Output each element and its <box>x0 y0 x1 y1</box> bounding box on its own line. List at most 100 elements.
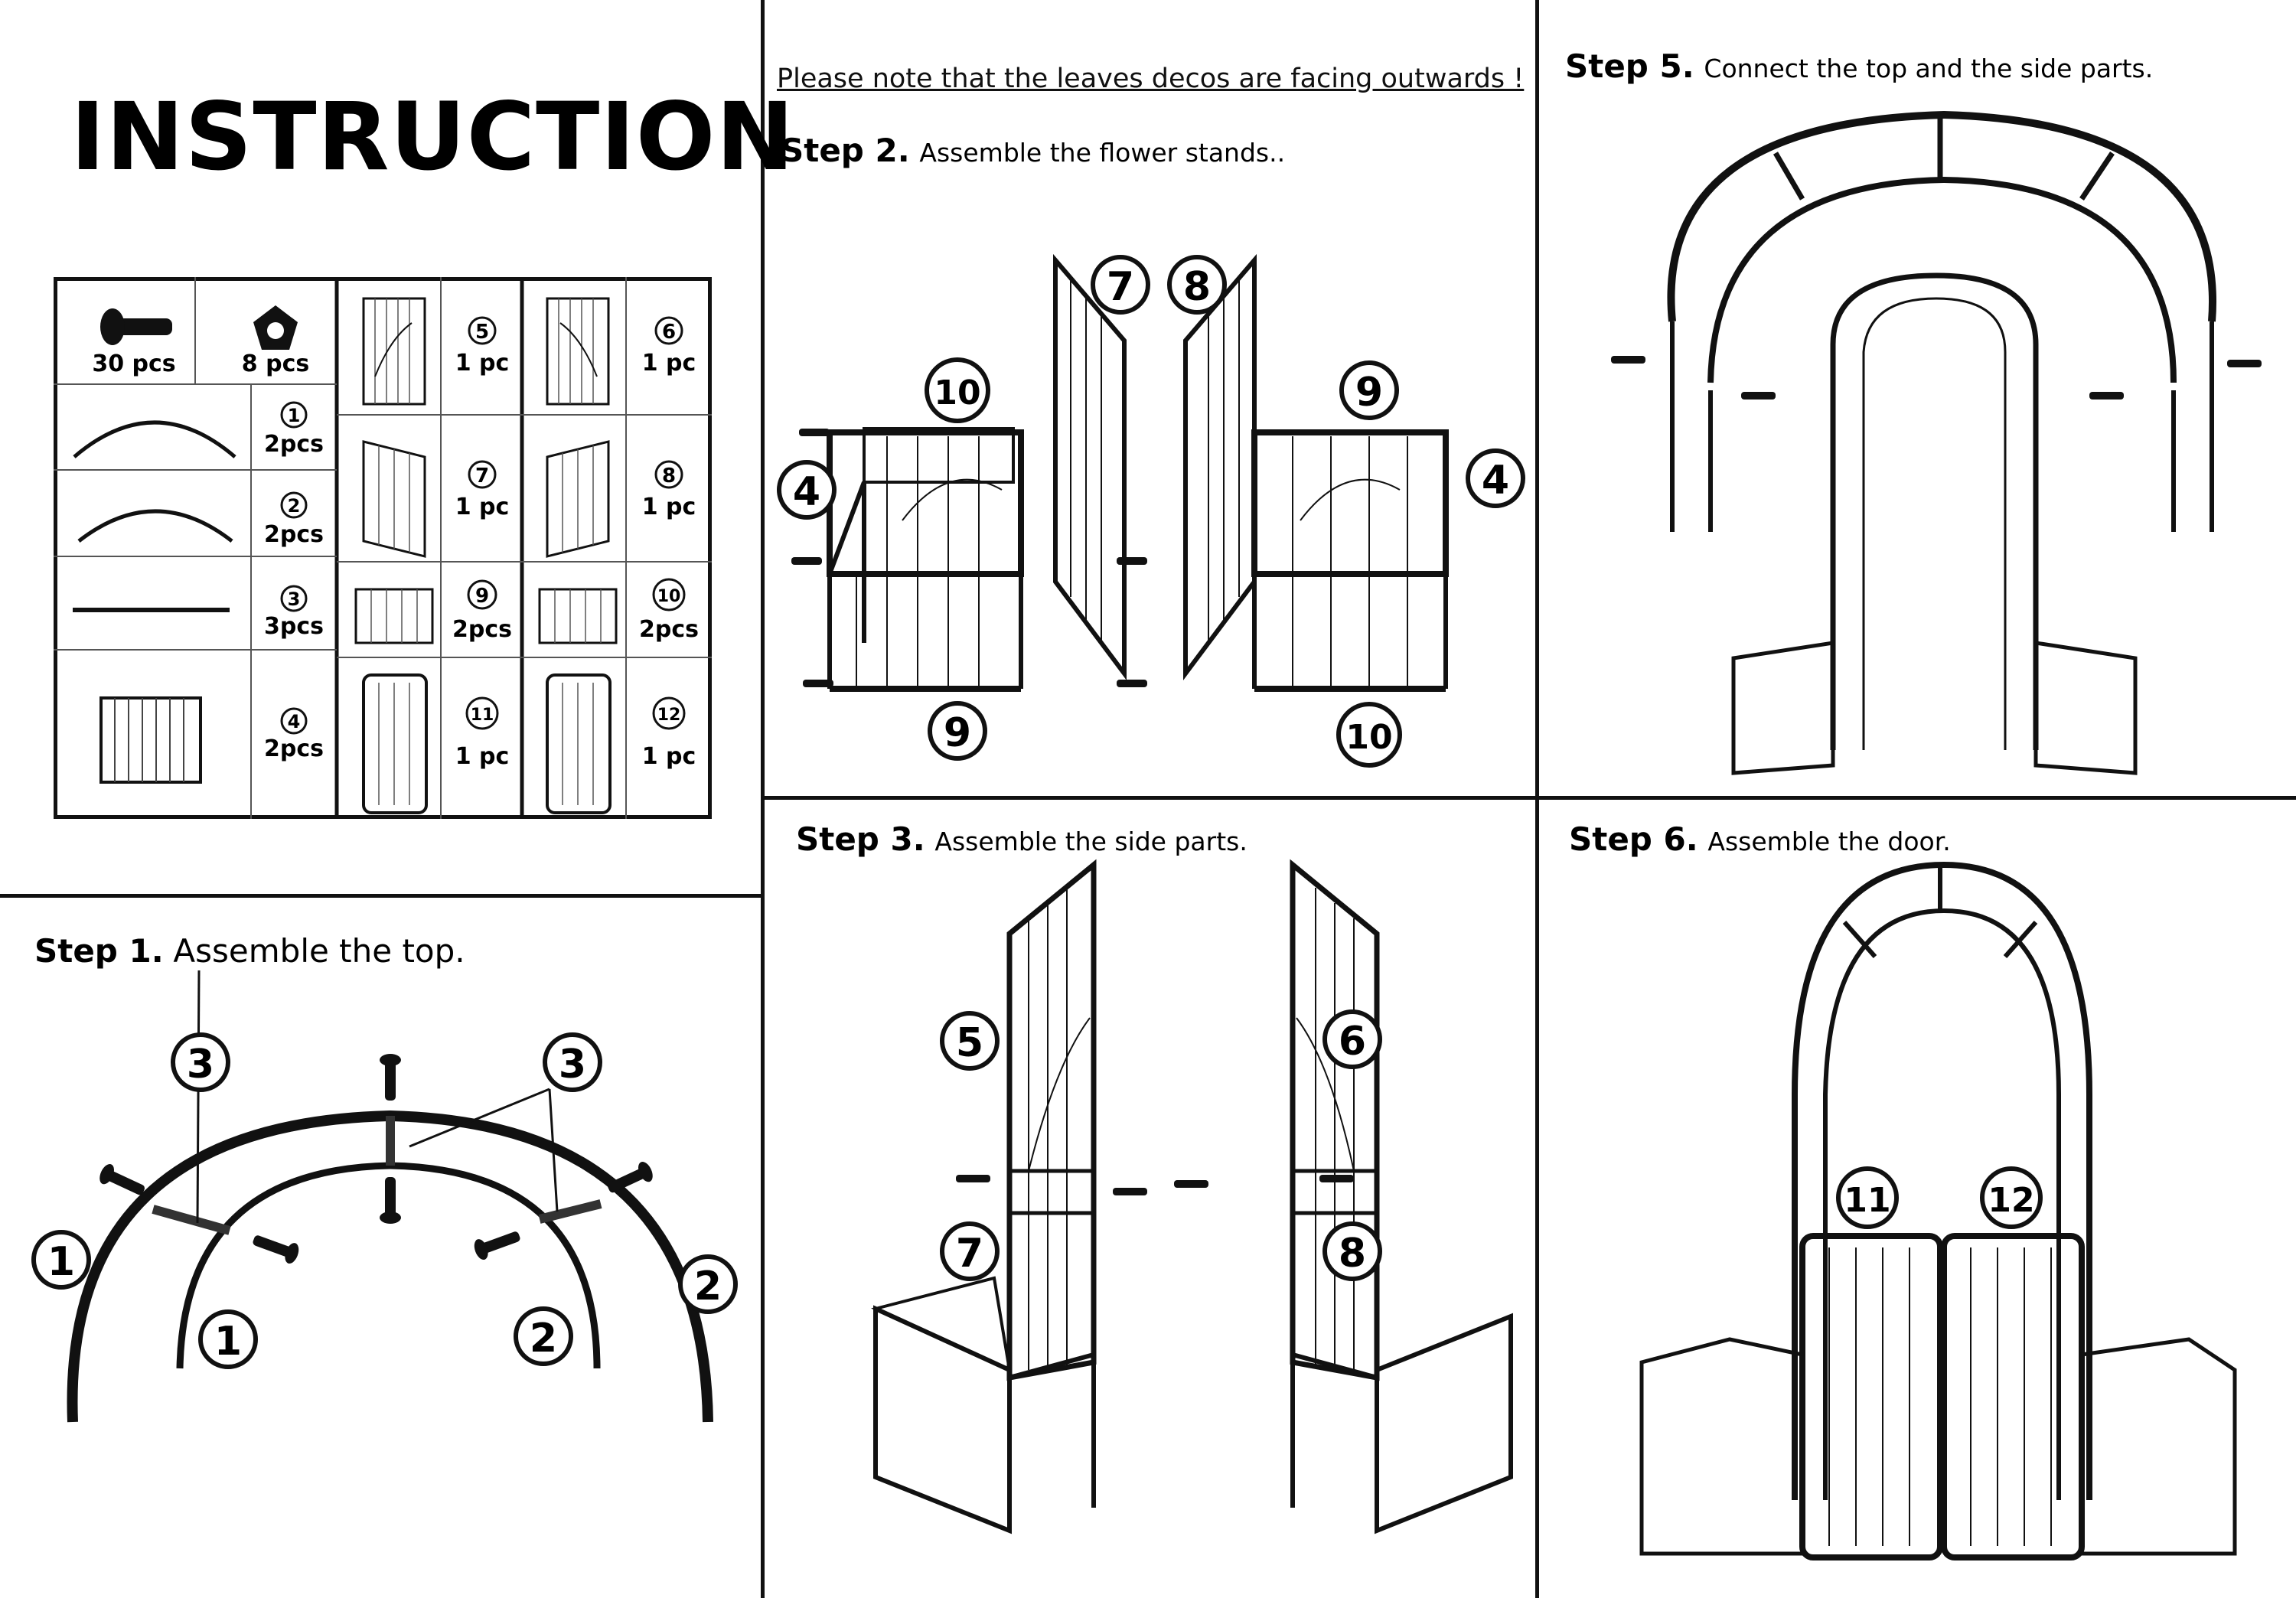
svg-text:5: 5 <box>475 321 489 344</box>
callout-10-top: 10 <box>925 357 990 423</box>
step-6-label: Step 6. <box>1569 820 1698 858</box>
callout-1-inner: 1 <box>198 1309 258 1369</box>
screw-icons <box>99 1054 653 1264</box>
callout-2-outer: 2 <box>678 1254 738 1314</box>
part-4-fence-icon <box>99 696 202 784</box>
svg-text:4: 4 <box>1482 458 1509 504</box>
svg-text:2pcs: 2pcs <box>639 616 699 643</box>
svg-text:10: 10 <box>934 373 980 413</box>
divider-vertical-left <box>761 0 765 1598</box>
svg-text:10: 10 <box>657 587 681 606</box>
part-10-label: 10 2pcs <box>639 578 699 643</box>
svg-text:4: 4 <box>288 711 301 732</box>
divider-horizontal-left <box>0 894 763 898</box>
callout-10-bottom: 10 <box>1336 702 1402 768</box>
part-11-label: 11 1 pc <box>455 696 510 770</box>
part-12-label: 12 1 pc <box>642 696 696 770</box>
svg-text:11: 11 <box>471 706 494 725</box>
svg-text:1: 1 <box>288 405 301 426</box>
svg-text:1 pc: 1 pc <box>455 350 510 377</box>
step-3-diagram: 5 6 7 8 <box>871 859 1513 1534</box>
step-3-text: Assemble the side parts. <box>934 827 1247 856</box>
svg-text:2pcs: 2pcs <box>264 431 324 458</box>
part-7-label: 7 1 pc <box>455 460 510 520</box>
svg-text:7: 7 <box>956 1231 983 1277</box>
leader-line <box>548 1088 559 1212</box>
side-part-right <box>1290 859 1513 1534</box>
svg-text:8: 8 <box>1339 1231 1366 1277</box>
flower-stand-left <box>827 253 1127 692</box>
step-5-text: Connect the top and the side parts. <box>1704 54 2154 83</box>
part-1-label: 1 2pcs <box>264 401 324 458</box>
callout-11: 11 <box>1836 1166 1899 1229</box>
part-3-label: 3 3pcs <box>264 585 324 640</box>
callout-7: 7 <box>940 1221 1000 1281</box>
part-5-label: 5 1 pc <box>455 316 510 377</box>
part-6-panel-icon <box>546 297 610 406</box>
svg-text:3: 3 <box>559 1042 586 1088</box>
step-6-heading: Step 6. Assemble the door. <box>1569 820 1951 858</box>
callout-2-inner: 2 <box>514 1306 573 1366</box>
screw-icon <box>100 308 172 345</box>
svg-text:2: 2 <box>694 1264 722 1309</box>
part-3-bar-icon <box>73 608 230 612</box>
parts-table: 30 pcs 8 pcs <box>54 277 712 819</box>
svg-text:8: 8 <box>662 465 676 488</box>
leaves-note: Please note that the leaves decos are fa… <box>777 64 1525 94</box>
step-1-heading: Step 1. Assemble the top. <box>34 932 465 970</box>
part-5-panel-icon <box>362 297 426 406</box>
part-9-label: 9 2pcs <box>452 579 512 643</box>
svg-text:7: 7 <box>1107 264 1134 310</box>
svg-text:12: 12 <box>657 706 681 725</box>
svg-text:2: 2 <box>288 495 301 517</box>
parts-table-grid <box>54 277 712 819</box>
svg-text:3: 3 <box>288 589 301 610</box>
svg-text:10: 10 <box>1345 718 1392 757</box>
svg-text:2pcs: 2pcs <box>264 735 324 762</box>
step-1-text: Assemble the top. <box>173 932 465 970</box>
callout-5: 5 <box>940 1011 1000 1071</box>
part-6-label: 6 1 pc <box>642 316 696 377</box>
svg-text:8: 8 <box>1183 264 1211 310</box>
step-5-label: Step 5. <box>1565 47 1694 85</box>
part-8-panel-icon <box>546 440 610 558</box>
step-5-heading: Step 5. Connect the top and the side par… <box>1565 47 2153 85</box>
svg-text:3: 3 <box>187 1042 214 1088</box>
svg-text:1: 1 <box>47 1239 75 1285</box>
svg-text:7: 7 <box>475 465 489 488</box>
crossbar-right <box>538 1199 602 1224</box>
assembled-arch-with-door <box>1639 861 2237 1560</box>
svg-text:12: 12 <box>1988 1181 2034 1220</box>
svg-text:1 pc: 1 pc <box>642 350 696 377</box>
svg-text:1 pc: 1 pc <box>455 743 510 770</box>
part-1-arc-icon <box>73 420 236 458</box>
part-7-panel-icon <box>362 440 426 558</box>
screw-qty: 30 pcs <box>92 351 175 377</box>
part-8-label: 8 1 pc <box>642 460 696 520</box>
leader-line <box>409 1088 550 1148</box>
part-4-label: 4 2pcs <box>264 707 324 762</box>
callout-4-right: 4 <box>1466 448 1525 508</box>
part-9-panel-icon <box>354 588 434 644</box>
svg-text:6: 6 <box>662 321 676 344</box>
svg-text:1 pc: 1 pc <box>455 494 510 520</box>
callout-8: 8 <box>1322 1221 1382 1281</box>
callout-9-bottom: 9 <box>928 701 987 761</box>
callout-3-right: 3 <box>543 1032 602 1092</box>
part-11-door-icon <box>362 673 428 814</box>
svg-text:2pcs: 2pcs <box>264 521 324 548</box>
callout-12: 12 <box>1980 1166 2043 1229</box>
callout-9-top: 9 <box>1339 360 1399 420</box>
step-2-diagram: 7 8 10 9 4 4 9 10 <box>777 253 1525 768</box>
screw-icons <box>791 429 1147 687</box>
divider-horizontal-right <box>763 796 2296 800</box>
part-12-door-icon <box>546 673 612 814</box>
step-5-diagram <box>1611 110 2262 775</box>
leader-line <box>196 970 201 1224</box>
nut-icon <box>253 305 298 350</box>
screw-icons <box>956 1175 1354 1195</box>
svg-text:3pcs: 3pcs <box>264 613 324 640</box>
step-2-heading: Step 2. Assemble the flower stands.. <box>781 132 1285 169</box>
svg-text:8 pcs: 8 pcs <box>242 351 309 377</box>
svg-text:9: 9 <box>475 585 489 608</box>
